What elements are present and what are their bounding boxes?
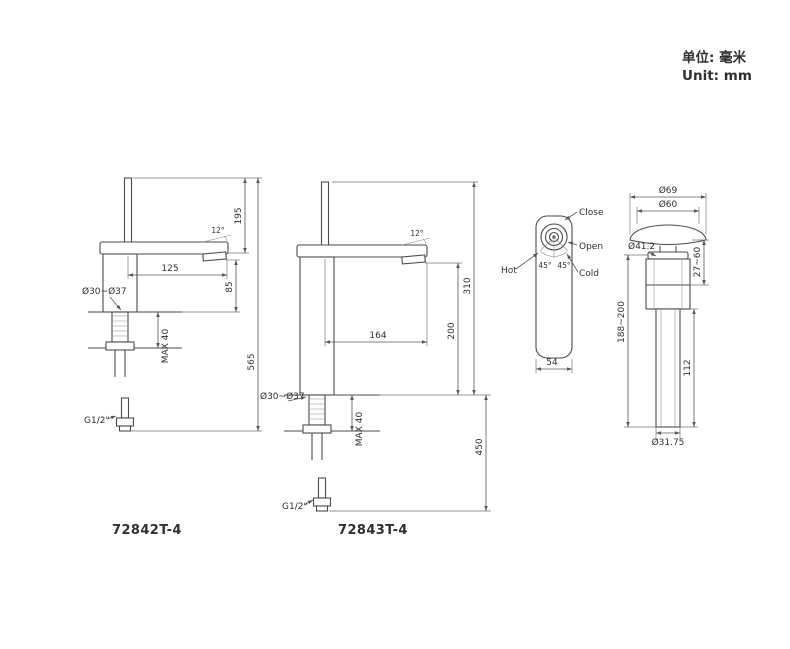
- dim-tail-dia: Ø31.75: [652, 437, 685, 448]
- faucet-tall-spout: [296, 244, 428, 258]
- dim-max40-tall: MAX 40: [355, 412, 365, 447]
- leader-cold: [566, 253, 579, 273]
- dim-angle-tall: 12°: [410, 229, 424, 238]
- faucet-tall: 310 200 12° 164 450 Ø30~Ø37 MAX 40 G1/2"…: [260, 181, 491, 538]
- model-label-short: 72842T-4: [112, 523, 182, 538]
- label-hole-range-short: Ø30~Ø37: [82, 286, 127, 297]
- faucet-short-handle-lever: [123, 177, 133, 244]
- label-thread-tall: G1/2": [282, 502, 308, 512]
- label-hot: Hot: [501, 266, 517, 276]
- leader-hole-range-tall: [287, 396, 307, 402]
- dim-cap-top: Ø60: [659, 199, 678, 210]
- faucet-tall-supply-rods: [311, 433, 323, 460]
- dim-125: 125: [161, 264, 178, 274]
- drain-tailpipe: [655, 308, 681, 428]
- label-close: Close: [579, 208, 604, 218]
- drain-assembly: Ø69 Ø60 Ø41.2 27~60 188~200 112 Ø31.75: [617, 185, 709, 448]
- leader-thread-tall: [303, 499, 314, 506]
- dim-450: 450: [475, 438, 485, 455]
- handle-body-outline: [535, 215, 573, 359]
- angle-reference-line-short: [202, 234, 232, 243]
- faucet-short-supply-rods: [114, 350, 126, 377]
- dim-angle-cold: 45°: [557, 261, 571, 270]
- leader-hot: [515, 252, 539, 270]
- dim-200: 200: [447, 322, 457, 339]
- dim-flange: Ø41.2: [628, 241, 655, 252]
- faucet-tall-body: [299, 256, 335, 396]
- dim-cap-outer: Ø69: [659, 185, 678, 196]
- faucet-short-aerator: [202, 251, 227, 262]
- leader-thread-short: [106, 415, 117, 420]
- angle-arc-short: [223, 235, 228, 242]
- dim-164: 164: [369, 331, 386, 341]
- leader-close: [564, 211, 578, 221]
- drain-tailpipe-inner-lines: [660, 309, 676, 427]
- dim-body-range: 188~200: [617, 301, 627, 343]
- label-hole-range-tall: Ø30~Ø37: [260, 391, 305, 402]
- dim-310: 310: [463, 277, 473, 294]
- faucet-tall-extension-lines: [324, 181, 491, 512]
- dim-angle-short: 12°: [211, 226, 225, 235]
- faucet-short-spout: [99, 241, 229, 255]
- faucet-short-mounting-nut: [105, 341, 135, 351]
- label-open: Open: [579, 242, 603, 252]
- drain-flange: [647, 251, 689, 260]
- dim-85: 85: [225, 281, 235, 292]
- angle-reference-line-tall: [401, 237, 431, 246]
- faucet-tall-handle-lever: [320, 181, 330, 247]
- units-label-cn: 单位: 毫米: [682, 49, 747, 66]
- drain-cap-stem: [659, 246, 677, 252]
- faucet-short-body: [102, 253, 138, 313]
- faucet-tall-shank-threads: [309, 398, 325, 420]
- handle-top-view: 45° 45° Close Open Hot Cold 54: [501, 208, 604, 373]
- angle-arc-tall: [422, 238, 427, 245]
- dim-54: 54: [546, 358, 558, 368]
- handle-rotation-rays: [539, 236, 569, 258]
- leader-hole-range-short: [109, 296, 122, 311]
- faucet-short: 195 565 12° 125 85 Ø30~Ø37 MAX 40 G1/2" …: [82, 177, 262, 538]
- dim-adjust-range: 27~60: [693, 247, 703, 278]
- faucet-short-shank-threads: [112, 315, 128, 337]
- label-thread-short: G1/2": [84, 416, 110, 426]
- drain-body-inner-lines: [653, 259, 683, 309]
- dim-angle-hot: 45°: [538, 261, 552, 270]
- units-label-en: Unit: mm: [682, 68, 752, 84]
- dim-195: 195: [234, 207, 244, 224]
- faucet-short-hose-connector: [115, 397, 135, 432]
- drain-body: [645, 258, 691, 310]
- model-label-tall: 72843T-4: [338, 523, 408, 538]
- faucet-tall-mounting-nut: [302, 424, 332, 434]
- faucet-tall-shank: [308, 394, 326, 426]
- faucet-tall-hose-connector: [312, 477, 332, 512]
- faucet-tall-aerator: [401, 254, 426, 265]
- dim-565: 565: [247, 353, 257, 370]
- label-cold: Cold: [579, 269, 599, 279]
- faucet-short-shank: [111, 311, 129, 343]
- leader-open: [567, 241, 578, 246]
- faucet-short-extension-lines: [127, 177, 262, 432]
- dim-max40-short: MAX 40: [161, 329, 171, 364]
- leader-flange: [647, 251, 657, 257]
- dim-112: 112: [683, 359, 693, 376]
